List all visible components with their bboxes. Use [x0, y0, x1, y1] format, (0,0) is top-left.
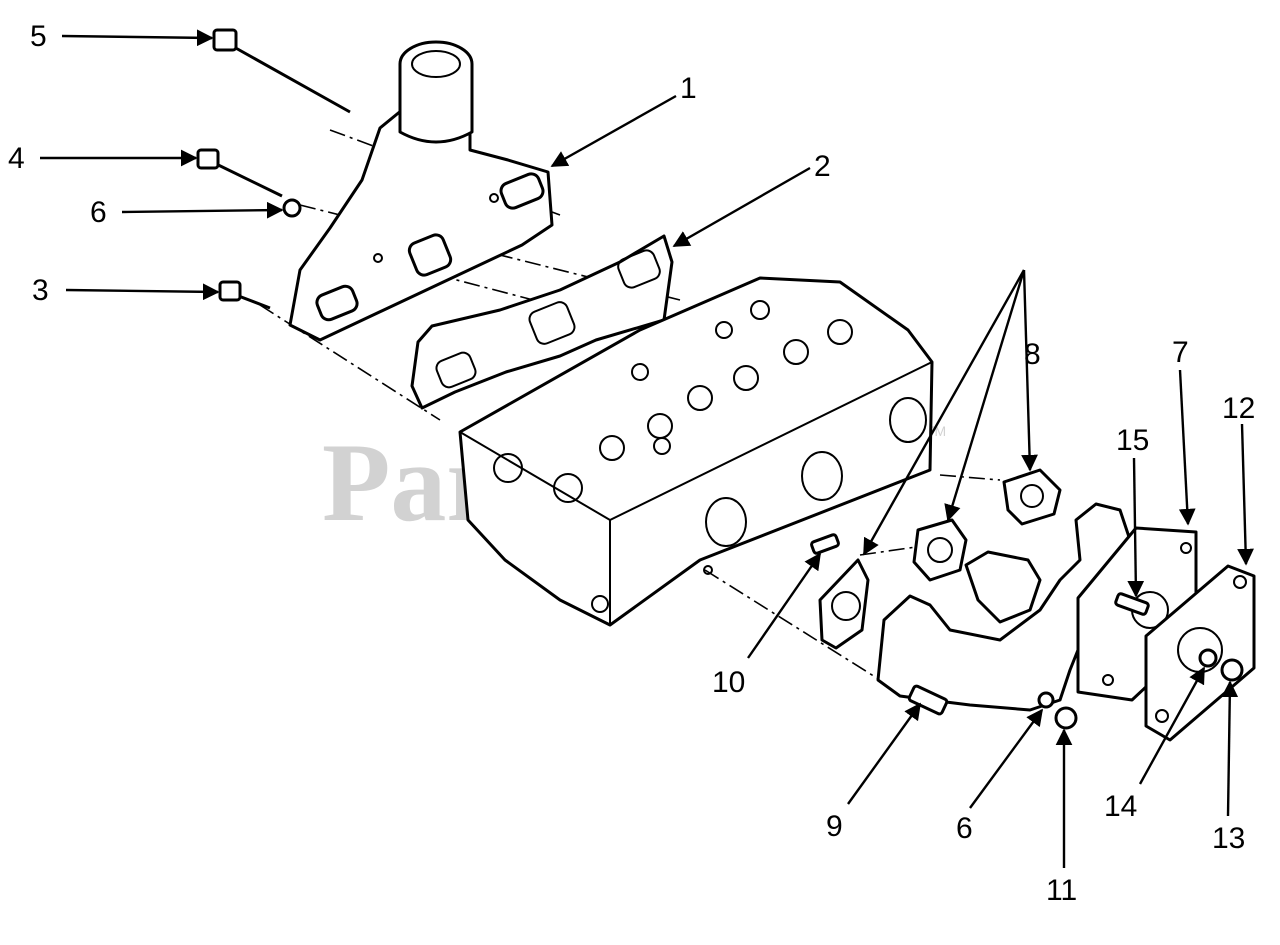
callout-10: 10: [712, 666, 745, 699]
callout-7: 7: [1172, 336, 1189, 369]
stud-10: [810, 533, 840, 555]
leader-3: [65, 283, 220, 301]
nut-13: [1220, 658, 1244, 682]
callout-4: 4: [8, 142, 25, 175]
nut-11: [1054, 706, 1078, 730]
callout-1: 1: [680, 72, 697, 105]
callout-2: 2: [814, 150, 831, 183]
washer-14: [1198, 648, 1218, 668]
callout-8: 8: [1024, 338, 1041, 371]
leader-10: [747, 552, 821, 659]
washer-6b: [1037, 691, 1055, 709]
leader-6b: [969, 708, 1043, 809]
leader-14: [1138, 666, 1206, 785]
washer-6: [282, 198, 302, 218]
callout-15: 15: [1116, 424, 1149, 457]
fasteners: [196, 28, 1244, 730]
bolt-4-head: [196, 148, 220, 170]
leader-arrows: [40, 29, 1254, 868]
callout-5: 5: [30, 20, 47, 53]
leader-2: [672, 166, 811, 248]
callout-12: 12: [1222, 392, 1255, 425]
bolt-4: [207, 158, 283, 198]
callout-9: 9: [826, 810, 843, 843]
leader-8c: [1021, 269, 1038, 472]
leader-9: [847, 702, 921, 805]
leader-15: [1127, 457, 1145, 598]
bolt-3-head: [218, 280, 242, 302]
callout-6-lower: 6: [956, 812, 973, 845]
leader-5: [61, 29, 214, 47]
bolt-9: [907, 684, 949, 716]
leader-6a: [121, 201, 284, 219]
callout-labels: 5 4 6 3 1 2 8 7 12 15 10 9 6 11 14 13: [8, 20, 1255, 907]
callout-3: 3: [32, 274, 49, 307]
leader-12: [1237, 423, 1254, 566]
bolt-5-head: [212, 28, 238, 52]
bolt-5: [224, 40, 351, 114]
stud-15: [1114, 592, 1150, 616]
leader-13: [1221, 680, 1239, 817]
callout-13: 13: [1212, 822, 1245, 855]
callout-14: 14: [1104, 790, 1137, 823]
intake-housing: [288, 40, 554, 342]
callout-6-upper: 6: [90, 196, 107, 229]
leader-7: [1178, 369, 1196, 526]
leader-8b: [944, 269, 1026, 522]
leader-8a: [862, 269, 1026, 556]
cylinder-head: [458, 276, 934, 627]
callout-11: 11: [1046, 874, 1077, 907]
leader-1: [550, 94, 677, 168]
